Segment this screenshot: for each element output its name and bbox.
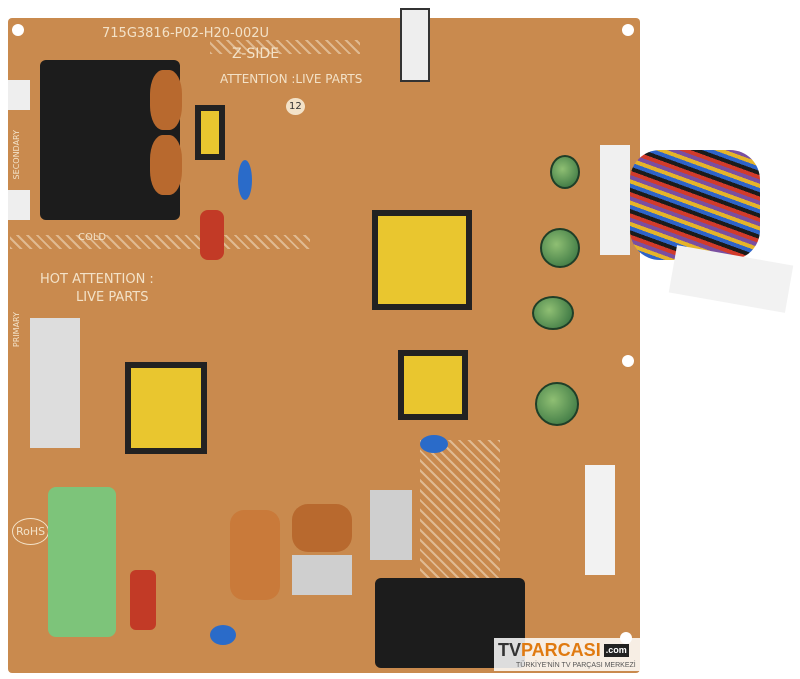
inductor <box>195 105 225 160</box>
cold-label: COLD <box>78 232 107 243</box>
capacitor <box>550 155 580 189</box>
capacitor <box>540 228 580 268</box>
mounting-hole <box>622 355 634 367</box>
connector <box>8 80 30 110</box>
capacitor <box>535 382 579 426</box>
hot-label-2: LIVE PARTS <box>76 290 149 305</box>
main-transformer <box>372 210 472 310</box>
mounting-hole <box>622 24 634 36</box>
wire-harness <box>630 150 760 260</box>
mounting-hole <box>12 24 24 36</box>
y-capacitor <box>238 160 252 200</box>
pfc-transformer <box>125 362 207 454</box>
attention-label: ATTENTION :LIVE PARTS <box>220 72 363 86</box>
primary-label: PRIMARY <box>12 312 21 348</box>
isolation-hatch <box>10 235 310 249</box>
fuse-holder <box>400 8 430 82</box>
watermark-tv: TV <box>498 640 522 660</box>
secondary-label: SECONDARY <box>12 130 21 180</box>
capacitor <box>532 296 574 330</box>
watermark: TV PARCASI .com TÜRKİYE'NİN TV PARÇASI M… <box>494 638 640 671</box>
harness-plug <box>668 245 794 313</box>
connector <box>8 190 30 220</box>
relay-block <box>292 555 352 595</box>
hot-label: HOT ATTENTION : <box>40 272 154 287</box>
part-number: 715G3816-P02-H20-002U <box>102 26 270 41</box>
watermark-brand: TV PARCASI .com <box>498 639 629 661</box>
board-number: 12 <box>286 98 305 115</box>
common-mode-choke <box>292 504 352 552</box>
x-capacitor <box>200 210 224 260</box>
heatsink <box>30 318 80 448</box>
isolation-hatch <box>210 40 360 54</box>
watermark-tld: .com <box>603 643 629 657</box>
bulk-capacitor <box>48 487 116 637</box>
relay-block <box>370 490 412 560</box>
watermark-name: PARCASI <box>521 640 601 660</box>
rohs-mark: RoHS <box>12 518 50 545</box>
watermark-tagline: TÜRKİYE'NİN TV PARÇASI MERKEZİ <box>516 662 636 669</box>
side-label: Z-SIDE <box>232 46 280 62</box>
coil <box>150 70 182 130</box>
coil <box>150 135 182 195</box>
common-mode-choke <box>230 510 280 600</box>
wire-connector <box>600 145 630 255</box>
y-capacitor <box>420 435 448 453</box>
x-capacitor <box>130 570 156 630</box>
barcode-sticker <box>585 465 615 575</box>
y-capacitor <box>210 625 236 645</box>
standby-transformer <box>398 350 468 420</box>
